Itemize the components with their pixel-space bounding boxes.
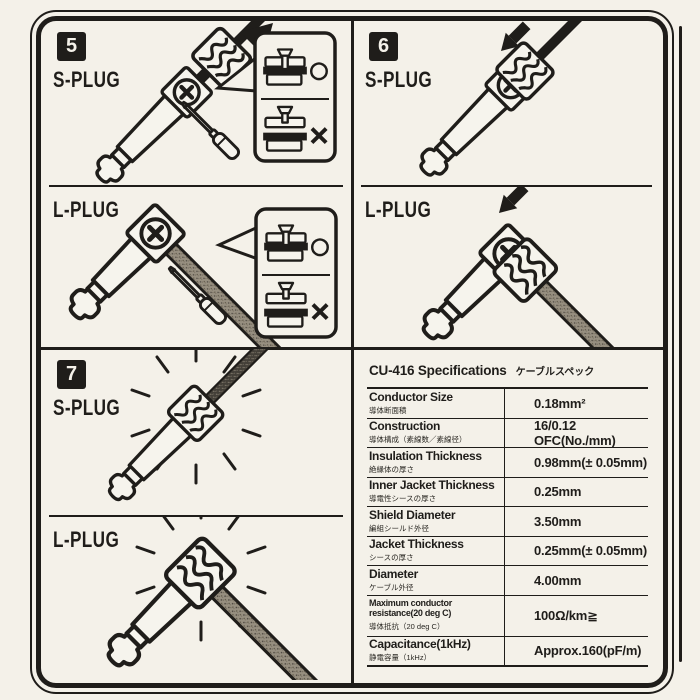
l-plug-icon [95, 536, 351, 680]
spec-name-ja: 導体抵抗（20 deg C） [369, 621, 445, 631]
ng-mark: × [309, 296, 332, 327]
l-plug-icon [414, 221, 660, 347]
panel-step7-l-plug: L-PLUG [41, 517, 351, 680]
spec-value: Approx.160(pF/m) [534, 643, 642, 659]
s-plug-icon [101, 349, 285, 508]
ng-mark: × [308, 120, 331, 151]
column-divider [351, 21, 354, 683]
step7-l-plug-illustration [41, 517, 351, 680]
panel-step7-s-plug: 7 S-PLUG [41, 349, 351, 515]
page-content: ○ × 5 S-PLUG [41, 21, 663, 683]
page-stack-edge [679, 26, 682, 662]
row-divider [41, 347, 663, 350]
spec-name: Shield Diameter [369, 507, 456, 522]
cable [204, 579, 351, 680]
sub-divider [49, 185, 343, 187]
spec-table: CU-416 Specifications ケーブルスペック Conductor… [353, 349, 660, 680]
spec-row: Maximum conductor resistance(20 deg C) 導体… [367, 594, 648, 636]
step5-badge: 5 [57, 32, 86, 61]
spec-name: Diameter [369, 566, 418, 581]
cable [531, 21, 609, 65]
spec-value: 0.18mm² [534, 395, 586, 411]
callout-pointer [215, 224, 260, 262]
step7-s-plug-illustration [101, 349, 285, 508]
spec-title-ja: ケーブルスペック [515, 367, 595, 378]
spec-name: Conductor Size [369, 389, 453, 404]
ok-mark: ○ [310, 234, 329, 259]
spec-name-ja: 導体断面積 [369, 405, 407, 415]
panel-step5-l-plug: ○ × L-PLUG [41, 187, 351, 347]
spec-name-ja: シースの厚さ [369, 553, 414, 563]
panel-step6-l-plug: L-PLUG [353, 187, 660, 347]
s-plug-icon [88, 21, 268, 187]
step5-s-plug-illustration: ○ × [88, 21, 337, 187]
l-plug-icon [61, 204, 327, 347]
spec-value: 100Ω/km≧ [534, 607, 598, 623]
step6-s-plug-illustration [412, 21, 609, 184]
spec-name-ja: ケーブル外径 [369, 582, 414, 592]
spec-name: Construction [369, 419, 441, 434]
l-plug-label: L-PLUG [53, 197, 120, 222]
spec-name-ja: 導体構成（素線数／素線径） [369, 435, 467, 445]
page-border-inner: ○ × 5 S-PLUG [36, 16, 668, 688]
spec-value: 16/0.12 OFC(No./mm) [534, 417, 616, 448]
s-plug-label: S-PLUG [53, 395, 121, 420]
spec-name: Insulation Thickness [369, 448, 482, 463]
step6-badge: 6 [369, 32, 398, 61]
spec-value: 4.00mm [534, 572, 582, 588]
sub-divider [361, 185, 652, 187]
page-border-outer: ○ × 5 S-PLUG [30, 10, 674, 694]
screw-check-inset: ○ × [214, 31, 337, 163]
spec-table-title: CU-416 Specifications ケーブルスペック [367, 359, 648, 387]
spec-value: 0.25mm(± 0.05mm) [534, 543, 648, 559]
s-plug-icon [412, 21, 609, 184]
spec-name-ja: 静電容量（1kHz） [369, 653, 432, 663]
l-plug-label: L-PLUG [365, 197, 432, 222]
spec-name-ja: 編組シールド外径 [369, 523, 429, 533]
spec-name-ja: 導電性シースの厚さ [369, 494, 437, 504]
s-plug-label: S-PLUG [53, 67, 121, 92]
panel-step6-s-plug: 6 S-PLUG [353, 21, 660, 187]
s-plug-label: S-PLUG [365, 67, 433, 92]
spec-name: Maximum conductor resistance(20 deg C) [369, 598, 452, 619]
spec-value: 0.98mm(± 0.05mm) [534, 454, 648, 470]
spec-name: Capacitance(1kHz) [369, 637, 471, 652]
spec-row: Capacitance(1kHz)静電容量（1kHz） Approx.160(p… [367, 635, 648, 665]
screw-check-inset: ○ × [215, 207, 338, 339]
step7-badge: 7 [57, 360, 86, 389]
spec-value: 3.50mm [534, 513, 582, 529]
slide-direction-arrow-icon [499, 187, 525, 213]
sub-divider [49, 515, 343, 517]
l-plug-label: L-PLUG [53, 527, 120, 552]
spec-name: Inner Jacket Thickness [369, 478, 495, 493]
spec-name: Jacket Thickness [369, 537, 464, 552]
step5-l-plug-illustration: ○ × [61, 187, 338, 347]
ok-mark: ○ [309, 58, 328, 83]
step6-l-plug-illustration [414, 187, 660, 347]
screwdriver-icon [177, 97, 243, 163]
panel-step5-s-plug: ○ × 5 S-PLUG [41, 21, 351, 187]
spec-name-ja: 絶縁体の厚さ [369, 464, 414, 474]
spec-value: 0.25mm [534, 484, 582, 500]
spec-title-en: CU-416 Specifications [369, 363, 507, 378]
